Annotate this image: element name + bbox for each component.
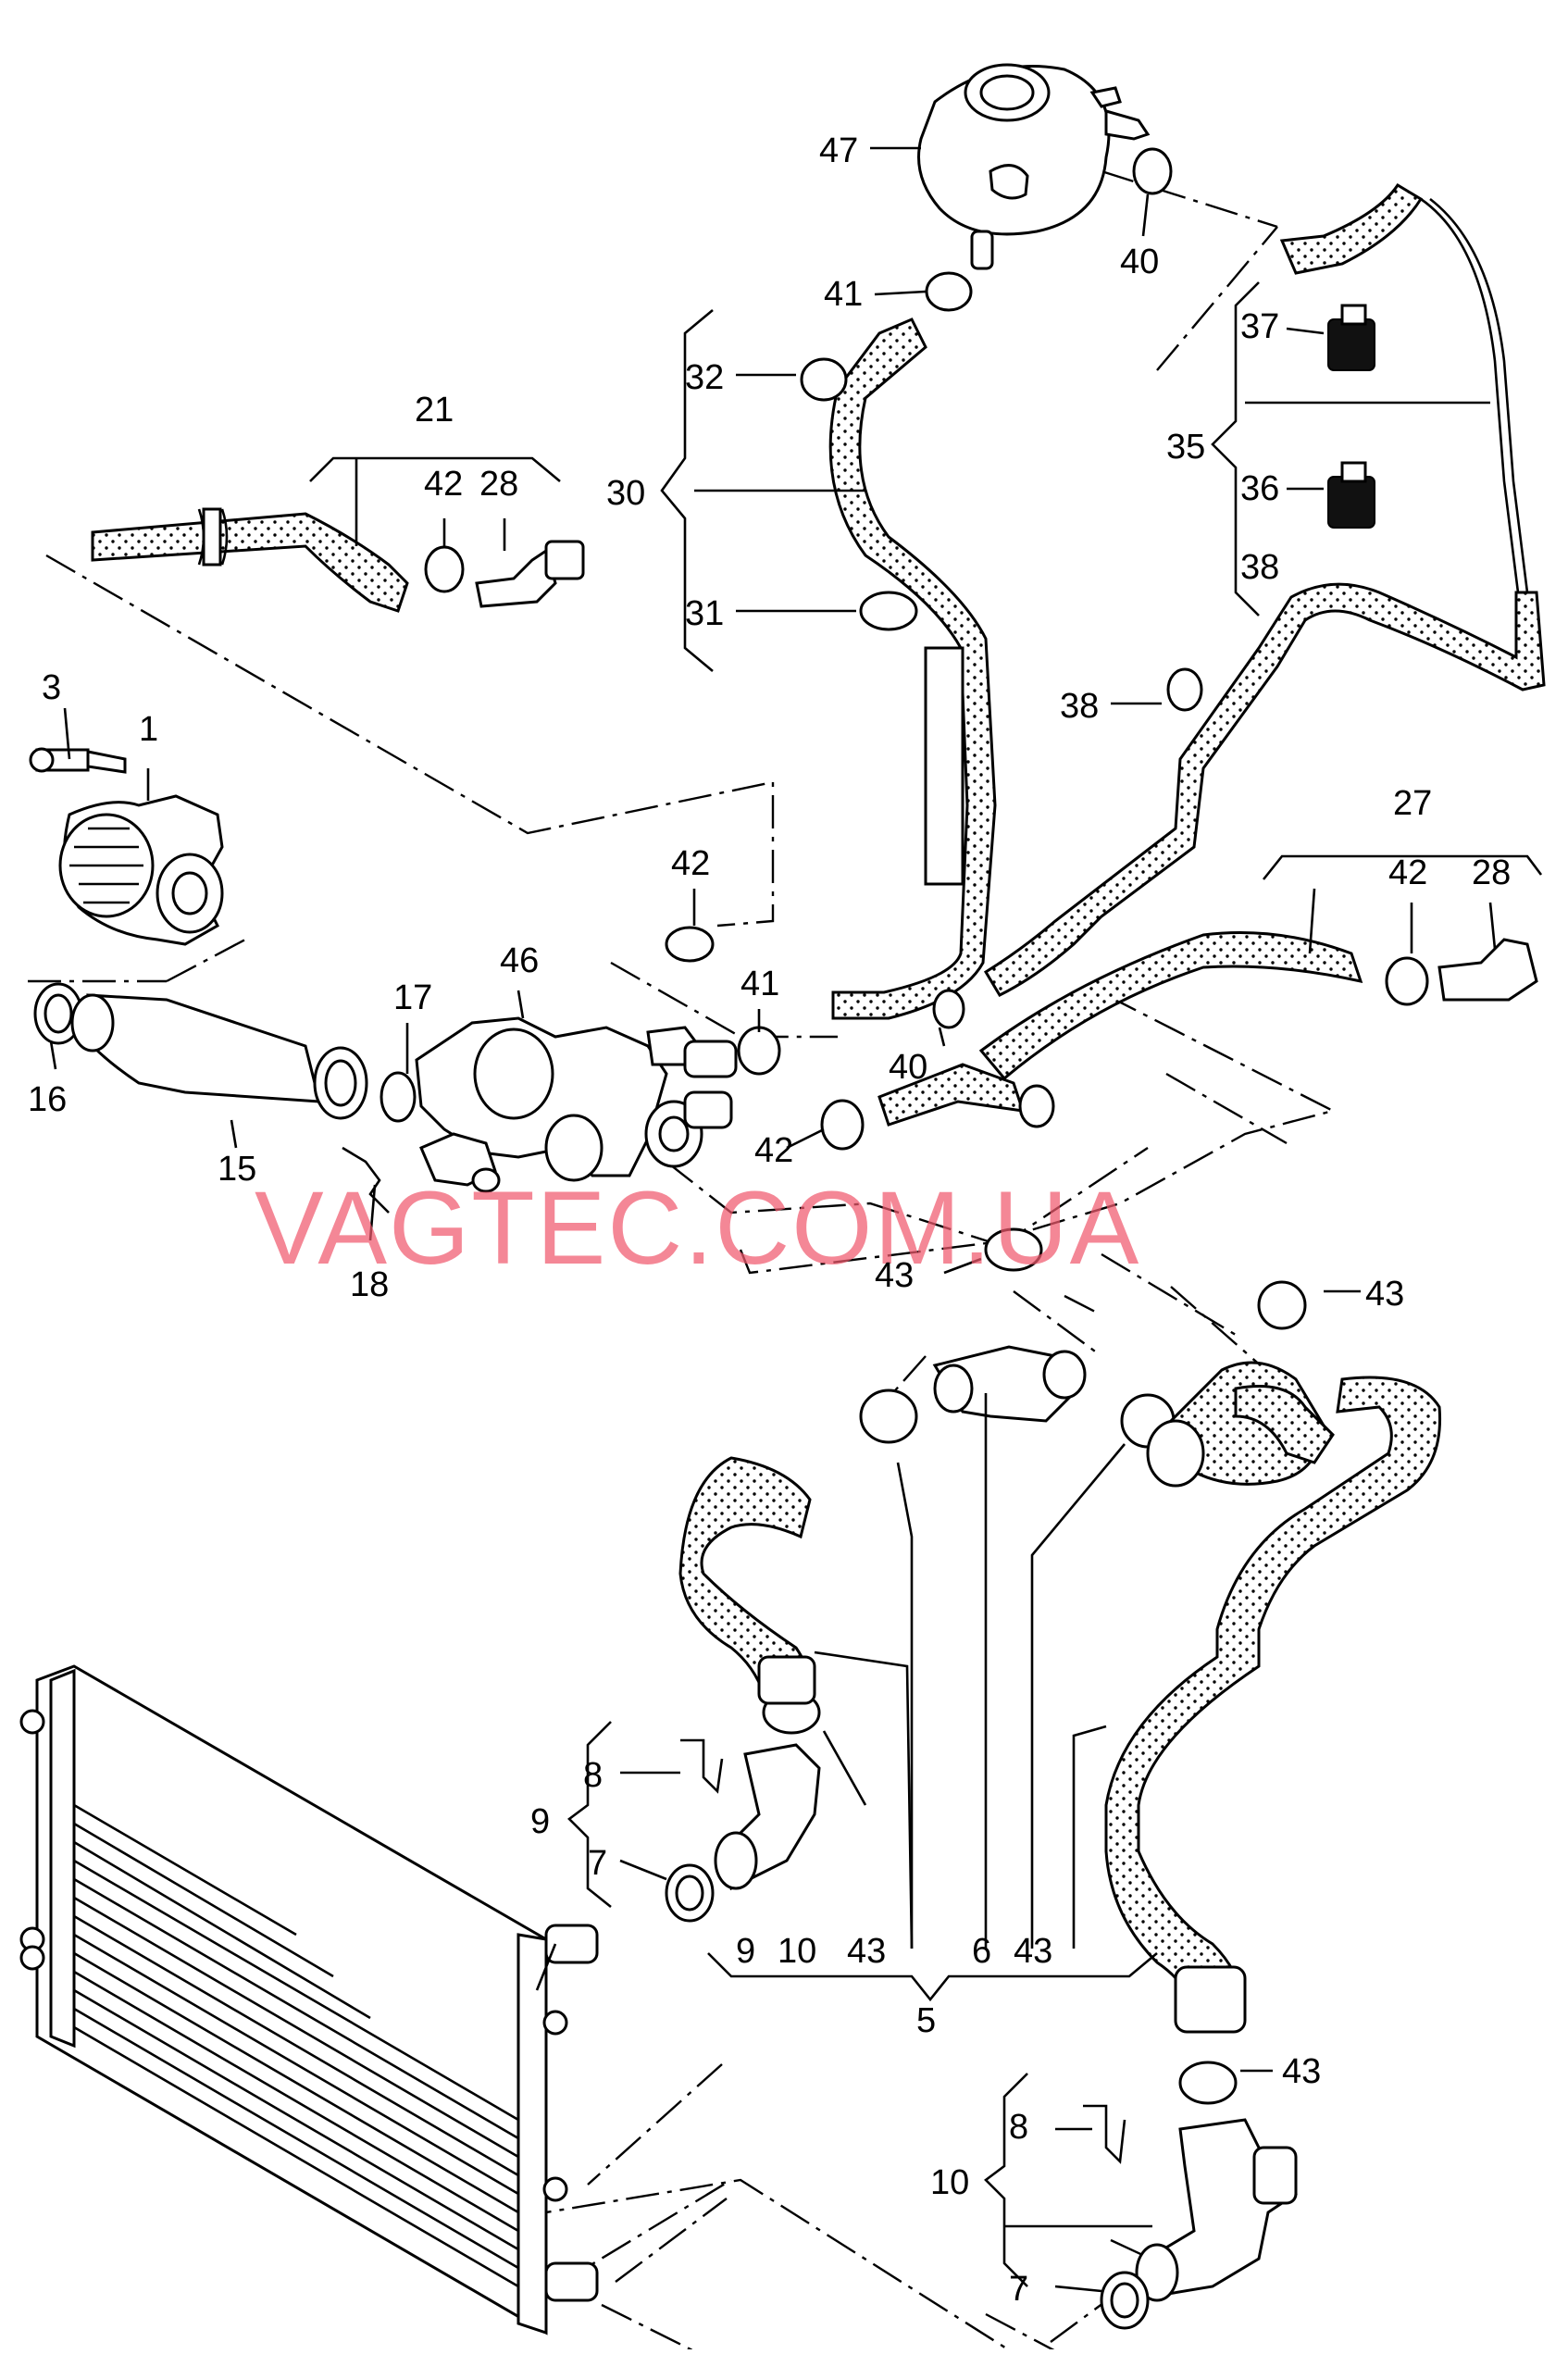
callout-36: 36 (1240, 469, 1279, 508)
callout-10b: 10 (930, 2163, 969, 2202)
clamp-42-e (1385, 956, 1429, 1006)
hose-clamps (424, 147, 1429, 2105)
lower-hose-assembly (678, 1345, 1442, 2034)
clamp-38 (1166, 667, 1203, 712)
callout-41b: 41 (740, 965, 779, 1003)
clamp-41-b (737, 1026, 781, 1076)
callout-32: 32 (685, 358, 724, 397)
callout-21: 21 (415, 391, 454, 430)
callout-27: 27 (1393, 784, 1432, 823)
hose-30 (828, 318, 997, 1020)
callout-10a: 10 (778, 1932, 816, 1971)
connector-9 (665, 1738, 821, 1923)
callout-labels: 47 40 41 32 30 31 37 35 36 38 38 21 42 2… (28, 131, 1511, 2309)
clamp-42-d (820, 1099, 865, 1151)
callout-7a: 7 (588, 1844, 607, 1883)
callout-8b: 8 (1009, 2108, 1028, 2147)
callout-40a: 40 (1120, 243, 1159, 281)
callout-5: 5 (916, 2001, 936, 2040)
callout-38b: 38 (1060, 687, 1099, 726)
radiator (19, 1664, 599, 2335)
coolant-pipe-15 (70, 993, 368, 1120)
expansion-tank (917, 63, 1151, 270)
clamp-32 (800, 357, 848, 402)
callout-18: 18 (350, 1265, 389, 1304)
callout-46: 46 (500, 941, 539, 980)
callout-47: 47 (819, 131, 858, 170)
callout-30: 30 (606, 474, 645, 513)
leader-lines (49, 146, 1543, 2293)
connector-36 (1327, 461, 1375, 529)
callout-28a: 28 (479, 465, 518, 504)
callout-17: 17 (393, 978, 432, 1017)
callout-38a: 38 (1240, 548, 1279, 587)
clamp-31 (859, 591, 918, 631)
callout-37: 37 (1240, 307, 1279, 346)
callout-43b: 43 (1365, 1275, 1404, 1314)
watermark-text: VAGTEC.COM.UA (255, 1170, 1140, 1286)
callout-43c: 43 (847, 1932, 886, 1971)
callout-35: 35 (1166, 428, 1205, 467)
hose-30-sleeve (924, 646, 964, 886)
connector-37 (1327, 304, 1375, 371)
clamp-43-c (859, 1389, 918, 1444)
clamp-40-b (932, 989, 965, 1029)
connector-10 (1083, 2104, 1298, 2330)
callout-9a: 9 (530, 1802, 550, 1841)
callout-16: 16 (28, 1080, 67, 1119)
clamp-42-b (665, 926, 715, 963)
clamp-43-f (1178, 2061, 1238, 2105)
callout-43e: 43 (1282, 2052, 1321, 2091)
callout-41a: 41 (824, 275, 863, 314)
clamp-40-a (1132, 147, 1173, 195)
callout-7b: 7 (1009, 2270, 1028, 2309)
callout-15: 15 (218, 1150, 256, 1189)
bleed-hose (1279, 182, 1424, 275)
bleed-hose-lower (983, 582, 1546, 997)
clamp-43-b (1257, 1280, 1307, 1330)
callout-9b: 9 (736, 1932, 755, 1971)
thermostat-housing (415, 1016, 738, 1193)
o-ring-17 (380, 1071, 417, 1123)
callout-28b: 28 (1472, 853, 1511, 892)
callout-42e: 42 (1388, 853, 1427, 892)
callout-40b: 40 (889, 1048, 927, 1087)
clip-18 (342, 1146, 390, 1214)
callout-6: 6 (972, 1932, 991, 1971)
callout-43a: 43 (875, 1256, 914, 1295)
callout-3: 3 (42, 668, 61, 707)
assembly-lines (28, 169, 1337, 2354)
water-pump (29, 747, 224, 946)
callout-42a: 42 (424, 465, 463, 504)
callout-31: 31 (685, 594, 724, 633)
sensor-28-a (475, 548, 557, 608)
sensor-28-b (1437, 938, 1538, 1002)
hose-21 (91, 512, 409, 613)
clamp-41-a (925, 271, 973, 312)
callout-1: 1 (139, 710, 158, 749)
callout-42c: 42 (754, 1131, 793, 1170)
hose-27 (978, 931, 1363, 1081)
callout-42b: 42 (671, 844, 710, 883)
callout-43d: 43 (1014, 1932, 1052, 1971)
clamp-43-a (984, 1227, 1043, 1272)
clamp-42-a (424, 545, 465, 593)
callout-8a: 8 (583, 1756, 603, 1795)
